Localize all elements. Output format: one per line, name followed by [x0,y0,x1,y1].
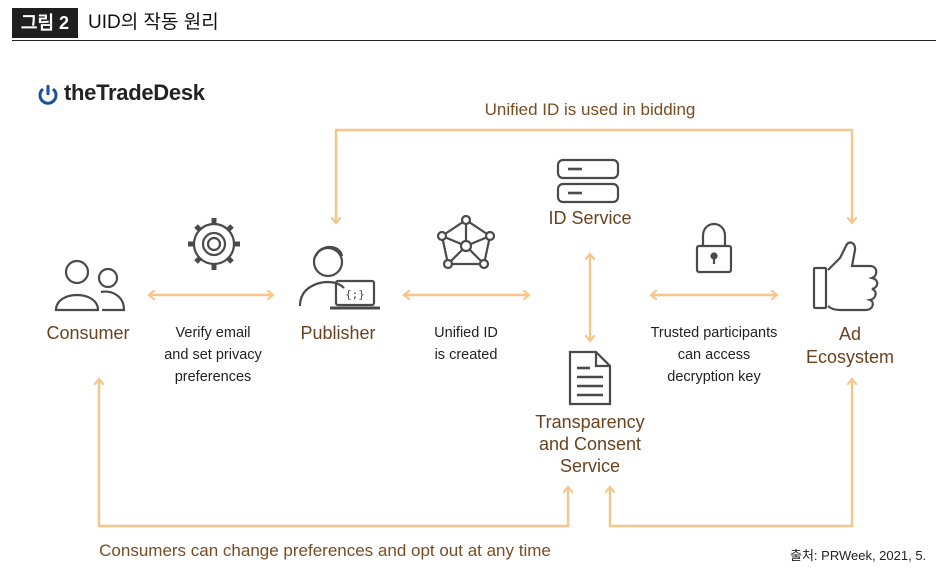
header-divider [12,40,936,41]
figure-title: UID의 작동 원리 [88,12,219,33]
tcs-line2: and Consent [538,434,642,454]
lock-icon [695,222,733,274]
svg-text:{;}: {;} [345,288,365,301]
thumbs-up-icon [812,241,879,312]
ad-ecosystem-line1: Ad [838,324,862,344]
network-icon [436,214,496,270]
ad-ecosystem-label: Ad Ecosystem [790,323,910,369]
verify-line2: and set privacy [164,347,262,363]
tcs-line1: Transparency [535,412,645,432]
person-laptop-icon: {;} [298,245,380,310]
uid-created-label: Unified ID is created [410,322,522,366]
users-icon [54,259,126,312]
verify-label: Verify email and set privacy preferences [150,322,276,388]
gear-icon [188,218,240,270]
trusted-line2: can access [677,347,751,363]
optout-label: Consumers can change preferences and opt… [99,541,551,560]
tcs-label: Transparency and Consent Service [510,411,670,477]
trusted-label: Trusted participants can access decrypti… [636,322,792,388]
ad-ecosystem-line2: Ecosystem [805,347,895,367]
arrow-optout-right [610,380,852,528]
verify-line1: Verify email [175,325,251,341]
tcs-line3: Service [559,456,621,476]
publisher-label: Publisher [300,323,376,343]
source-note: 출처: PRWeek, 2021, 5. [790,548,927,563]
trusted-line1: Trusted participants [650,325,778,341]
uid-created-line1: Unified ID [434,325,498,341]
figure-header: 그림 2 UID의 작동 원리 [0,0,948,44]
id-service-label: ID Service [548,208,632,228]
trusted-line3: decryption key [667,369,761,385]
verify-line3: preferences [174,369,252,385]
logo-text: theTradeDesk [64,80,205,105]
power-icon [38,85,58,105]
arrow-optout-left [99,380,568,528]
server-icon [556,158,620,204]
arrow-bidding-loop [336,128,852,222]
uid-created-line2: is created [434,347,498,363]
document-icon [568,350,612,406]
bidding-label: Unified ID is used in bidding [484,100,696,119]
consumer-label: Consumer [46,323,130,343]
figure-badge: 그림 2 [12,8,78,38]
